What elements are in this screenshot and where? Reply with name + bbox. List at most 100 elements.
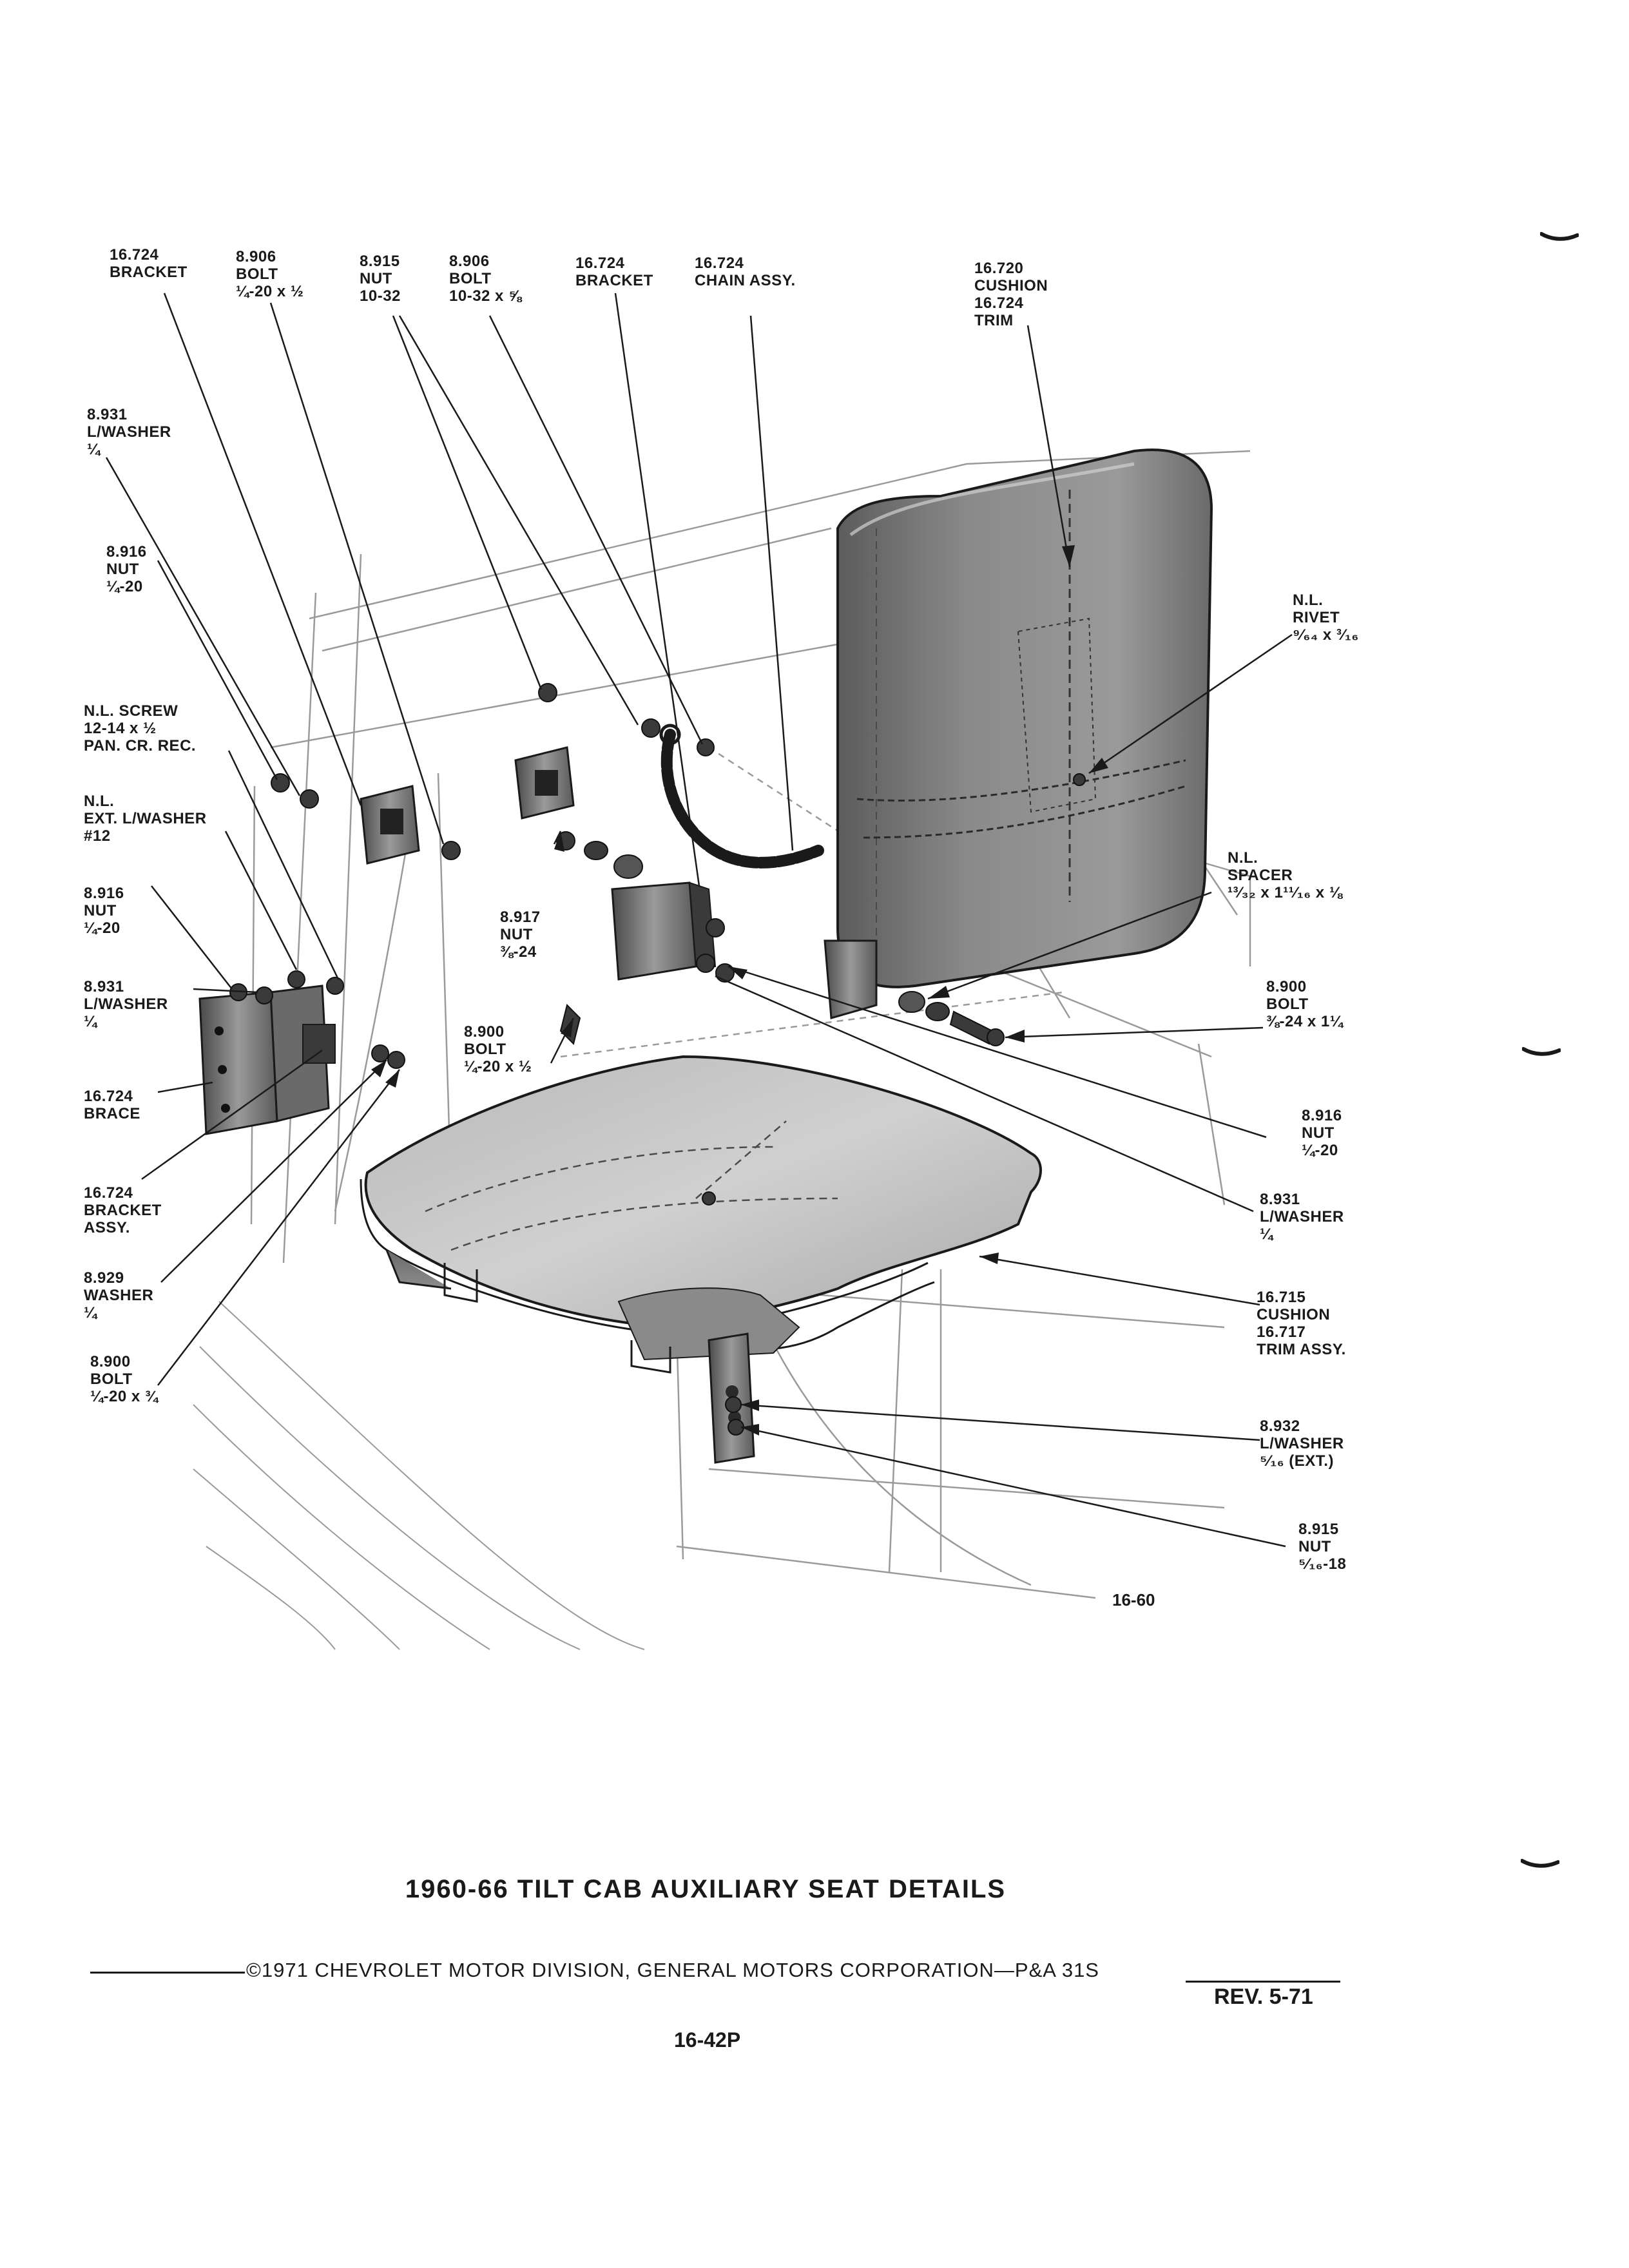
part-size: ¼-20 x ½ xyxy=(464,1058,532,1075)
part-number: 8.915 xyxy=(360,253,400,270)
part-number: 16.724 xyxy=(575,255,625,272)
leader-lines xyxy=(105,293,1293,1548)
part-number: 8.931 xyxy=(1260,1191,1300,1208)
part-description: CUSHION xyxy=(1257,1306,1331,1323)
part-description: BRACE xyxy=(84,1105,140,1122)
callout-rivet: N.L. RIVET ⁹⁄₆₄ x ³⁄₁₆ xyxy=(1293,591,1359,644)
part-size: 10-32 xyxy=(360,287,401,305)
callout-screw: N.L. SCREW 12-14 x ½ PAN. CR. REC. xyxy=(84,702,196,754)
part-number: N.L. xyxy=(84,793,115,810)
seat-back-cushion xyxy=(824,448,1213,1019)
part-number: 8.916 xyxy=(106,543,147,561)
part-size: #12 xyxy=(84,827,111,845)
part-number: 8.917 xyxy=(500,908,541,926)
part-type: PAN. CR. REC. xyxy=(84,737,197,754)
part-size: ¼-20 xyxy=(1302,1142,1338,1159)
part-number: 8.900 xyxy=(1266,978,1307,995)
part-description: NUT xyxy=(106,561,139,578)
part-size: ⁹⁄₆₄ x ³⁄₁₆ xyxy=(1293,626,1359,644)
part-description: BRACKET xyxy=(110,264,188,281)
chain-assembly xyxy=(659,724,824,869)
callout-brace: 16.724 BRACE xyxy=(84,1088,140,1122)
part-description: BOLT xyxy=(464,1041,506,1058)
callout-back-cushion: 16.720 CUSHION 16.724 TRIM xyxy=(974,260,1048,329)
part-size: ¼ xyxy=(1260,1225,1273,1243)
figure-number: 16-60 xyxy=(1112,1590,1155,1610)
part-size: ¼ xyxy=(84,1013,97,1030)
page-number: 16-42P xyxy=(674,2028,741,2052)
part-number: 8.915 xyxy=(1298,1521,1339,1538)
callout-lock-washer-right: 8.931 L/WASHER ¼ xyxy=(1260,1191,1344,1243)
part-size: ¼-20 xyxy=(84,919,120,937)
callout-lock-washer-upper-left: 8.931 L/WASHER ¼ xyxy=(87,406,171,458)
part-description: NUT xyxy=(84,902,117,919)
part-number: 16.724 xyxy=(84,1184,133,1202)
part-description: NUT xyxy=(1298,1538,1331,1555)
part-description: NUT xyxy=(500,926,533,943)
part-number: 8.900 xyxy=(90,1353,131,1370)
part-size: 12-14 x ½ xyxy=(84,720,157,737)
callout-nut-3-8-24: 8.917 NUT ⅜-24 xyxy=(500,908,541,961)
binder-mark-middle xyxy=(1522,1047,1561,1056)
callout-bracket-assy: 16.724 BRACKET ASSY. xyxy=(84,1184,162,1236)
part-number: 16.724 xyxy=(110,246,159,264)
page-title: 1960-66 TILT CAB AUXILIARY SEAT DETAILS xyxy=(405,1875,1007,1903)
part-number: 8.929 xyxy=(84,1269,124,1287)
part-description: BOLT xyxy=(236,265,278,283)
part-number: 16.724 xyxy=(84,1088,133,1105)
revision-label: REV. 5-71 xyxy=(1214,1984,1313,2009)
callout-nut-upper-left: 8.916 NUT ¼-20 xyxy=(106,543,147,595)
part-description: BOLT xyxy=(90,1370,133,1388)
part-number: 16.720 xyxy=(974,260,1024,277)
part-description: L/WASHER xyxy=(1260,1208,1344,1225)
part-description: N.L. SCREW xyxy=(84,702,178,720)
part-description: EXT. L/WASHER xyxy=(84,810,207,827)
part-number: N.L. xyxy=(1293,591,1324,609)
arrowheads xyxy=(371,545,1108,1436)
callout-ext-lock-washer: N.L. EXT. L/WASHER #12 xyxy=(84,793,207,845)
callout-spacer: N.L. SPACER ¹³⁄₃₂ x 1¹¹⁄₁₆ x ⅛ xyxy=(1228,849,1342,901)
callout-bolt-quarter-half-top: 8.906 BOLT ¼-20 x ½ xyxy=(236,248,304,300)
callout-nut-10-32: 8.915 NUT 10-32 xyxy=(360,253,401,305)
part-description: TRIM xyxy=(974,312,1014,329)
callout-lock-washer-ext: 8.932 L/WASHER ⁵⁄₁₆ (EXT.) xyxy=(1260,1418,1344,1470)
part-number: 8.906 xyxy=(236,248,276,265)
part-size: ¼ xyxy=(84,1304,97,1321)
callout-nut-right: 8.916 NUT ¼-20 xyxy=(1302,1107,1342,1159)
part-description: TRIM ASSY. xyxy=(1257,1341,1346,1358)
callout-bolt-quarter-three-quarter: 8.900 BOLT ¼-20 x ¾ xyxy=(90,1353,158,1405)
part-size: ⅜-24 xyxy=(500,943,537,961)
part-number: 8.931 xyxy=(87,406,128,423)
part-description: BOLT xyxy=(449,270,492,287)
callout-bolt-10-32: 8.906 BOLT 10-32 x ⅝ xyxy=(449,253,522,305)
part-description: NUT xyxy=(360,270,392,287)
part-size: ¹³⁄₃₂ x 1¹¹⁄₁₆ x ⅛ xyxy=(1228,884,1343,901)
part-number: 8.916 xyxy=(1302,1107,1342,1124)
part-description: SPACER xyxy=(1228,867,1293,884)
seat-bottom-cushion xyxy=(360,1055,1042,1374)
part-size: ¼-20 x ¾ xyxy=(90,1388,159,1405)
part-number: 16.724 xyxy=(974,294,1024,312)
part-description: CHAIN ASSY. xyxy=(695,272,796,289)
part-description: BRACKET xyxy=(575,272,653,289)
footer-rule-left xyxy=(90,1972,245,1974)
part-description: RIVET xyxy=(1293,609,1340,626)
wheel-arch-lines xyxy=(193,1301,645,1650)
fasteners xyxy=(229,683,1086,1436)
callout-chain-assy: 16.724 CHAIN ASSY. xyxy=(695,255,796,289)
callout-nut-5-16-18: 8.915 NUT ⁵⁄₁₆-18 xyxy=(1298,1521,1346,1573)
part-description: L/WASHER xyxy=(84,995,168,1013)
part-size: ⁵⁄₁₆ (EXT.) xyxy=(1260,1452,1334,1470)
part-description: BRACKET xyxy=(84,1202,162,1219)
part-number: 8.932 xyxy=(1260,1418,1300,1435)
part-description: NUT xyxy=(1302,1124,1335,1142)
callout-lock-washer-mid-left: 8.931 L/WASHER ¼ xyxy=(84,978,168,1030)
part-size: ¼ xyxy=(87,441,101,458)
callout-washer: 8.929 WASHER ¼ xyxy=(84,1269,153,1321)
callout-bolt-quarter-half-mid: 8.900 BOLT ¼-20 x ½ xyxy=(464,1023,532,1075)
part-description: L/WASHER xyxy=(87,423,171,441)
callout-seat-cushion: 16.715 CUSHION 16.717 TRIM ASSY. xyxy=(1257,1289,1346,1358)
part-number: 8.906 xyxy=(449,253,490,270)
part-description: BOLT xyxy=(1266,995,1309,1013)
